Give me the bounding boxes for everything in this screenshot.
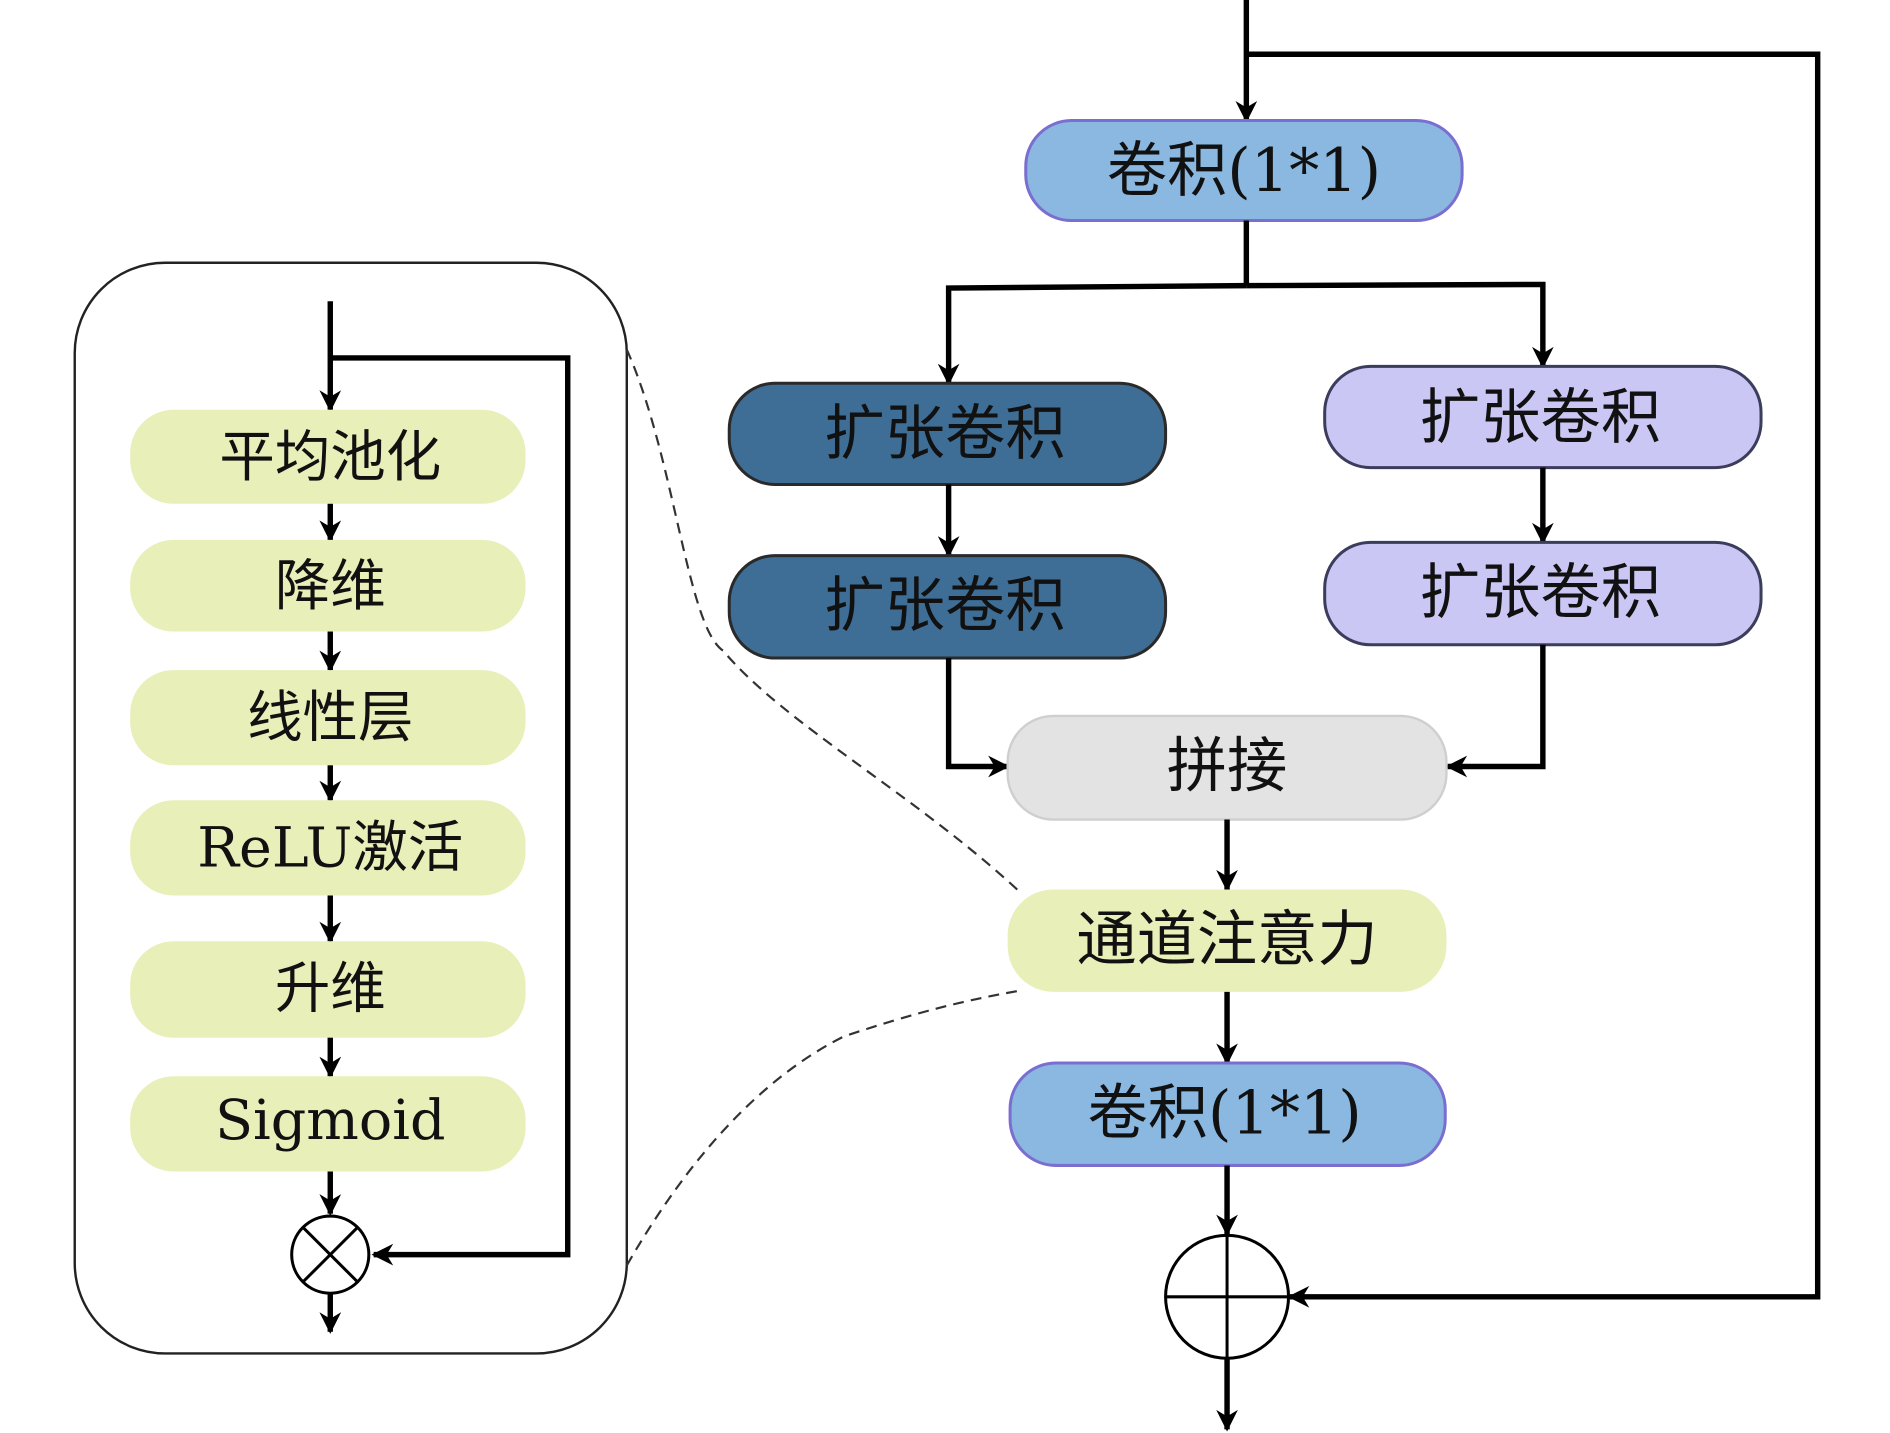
- detail-step-box: [130, 670, 526, 766]
- detail-step-label: 线性层: [247, 686, 413, 750]
- detail-step-box: [130, 539, 526, 632]
- attention-label: 通道注意力: [1076, 905, 1377, 975]
- detail-step: 升维: [130, 941, 526, 1038]
- detail-step-label: 升维: [275, 957, 386, 1021]
- split-left: [937, 282, 1247, 386]
- detail-step: 平均池化: [130, 409, 526, 504]
- detail-step-box: [130, 1076, 526, 1172]
- main-flow: 卷积(1*1) 扩张卷积 扩张卷积 扩张卷积 扩张卷积: [727, 0, 1821, 1432]
- dilated-conv-label: 扩张卷积: [1420, 558, 1661, 628]
- split-right: [1246, 281, 1554, 369]
- dilated-conv-label: 扩张卷积: [824, 571, 1065, 641]
- callout-curve-top: [625, 349, 1021, 893]
- detail-panel-frame: [73, 261, 628, 1355]
- right-to-concat: [1445, 644, 1546, 778]
- detail-step-box: [130, 800, 526, 896]
- detail-step-label: 平均池化: [219, 426, 441, 490]
- detail-skip-connection: [330, 355, 571, 1266]
- dilated-conv-right-2: 扩张卷积: [1323, 540, 1763, 647]
- left-to-concat: [945, 658, 1010, 778]
- callout-curve-bottom: [625, 989, 1020, 1267]
- conv-top-label: 卷积(1*1): [1107, 136, 1381, 206]
- detail-step: 线性层: [130, 670, 526, 766]
- detail-step-label: Sigmoid: [215, 1089, 445, 1153]
- attention-box: [1007, 889, 1447, 992]
- attention-detail-panel: 平均池化 降维 线性层 ReLU激活 升维 Sigmoid: [73, 261, 628, 1355]
- detail-step: 降维: [130, 539, 526, 632]
- dilated-conv-left-1: 扩张卷积: [727, 381, 1168, 487]
- dilated-conv-label: 扩张卷积: [1420, 383, 1661, 453]
- detail-step-label: ReLU激活: [197, 816, 463, 880]
- conv-1x1-top: 卷积(1*1): [1024, 119, 1464, 223]
- detail-step: ReLU激活: [130, 800, 526, 896]
- concat-label: 拼接: [1167, 732, 1288, 802]
- residual-connection: [1246, 51, 1821, 1308]
- dilated-conv-label: 扩张卷积: [824, 399, 1065, 469]
- dilated-conv-left-2: 扩张卷积: [727, 554, 1168, 660]
- conv-1x1-bottom: 卷积(1*1): [1008, 1061, 1447, 1167]
- detail-step-box: [130, 409, 526, 504]
- detail-step: Sigmoid: [130, 1076, 526, 1172]
- dilated-conv-right-1: 扩张卷积: [1323, 364, 1763, 470]
- channel-attention-node: 通道注意力: [1007, 889, 1447, 992]
- detail-step-box: [130, 941, 526, 1038]
- multiply-icon: [290, 1214, 371, 1295]
- detail-step-label: 降维: [275, 555, 386, 619]
- conv-bottom-label: 卷积(1*1): [1087, 1079, 1361, 1149]
- plus-icon: [1164, 1233, 1291, 1360]
- concat-node: 拼接: [1006, 714, 1448, 821]
